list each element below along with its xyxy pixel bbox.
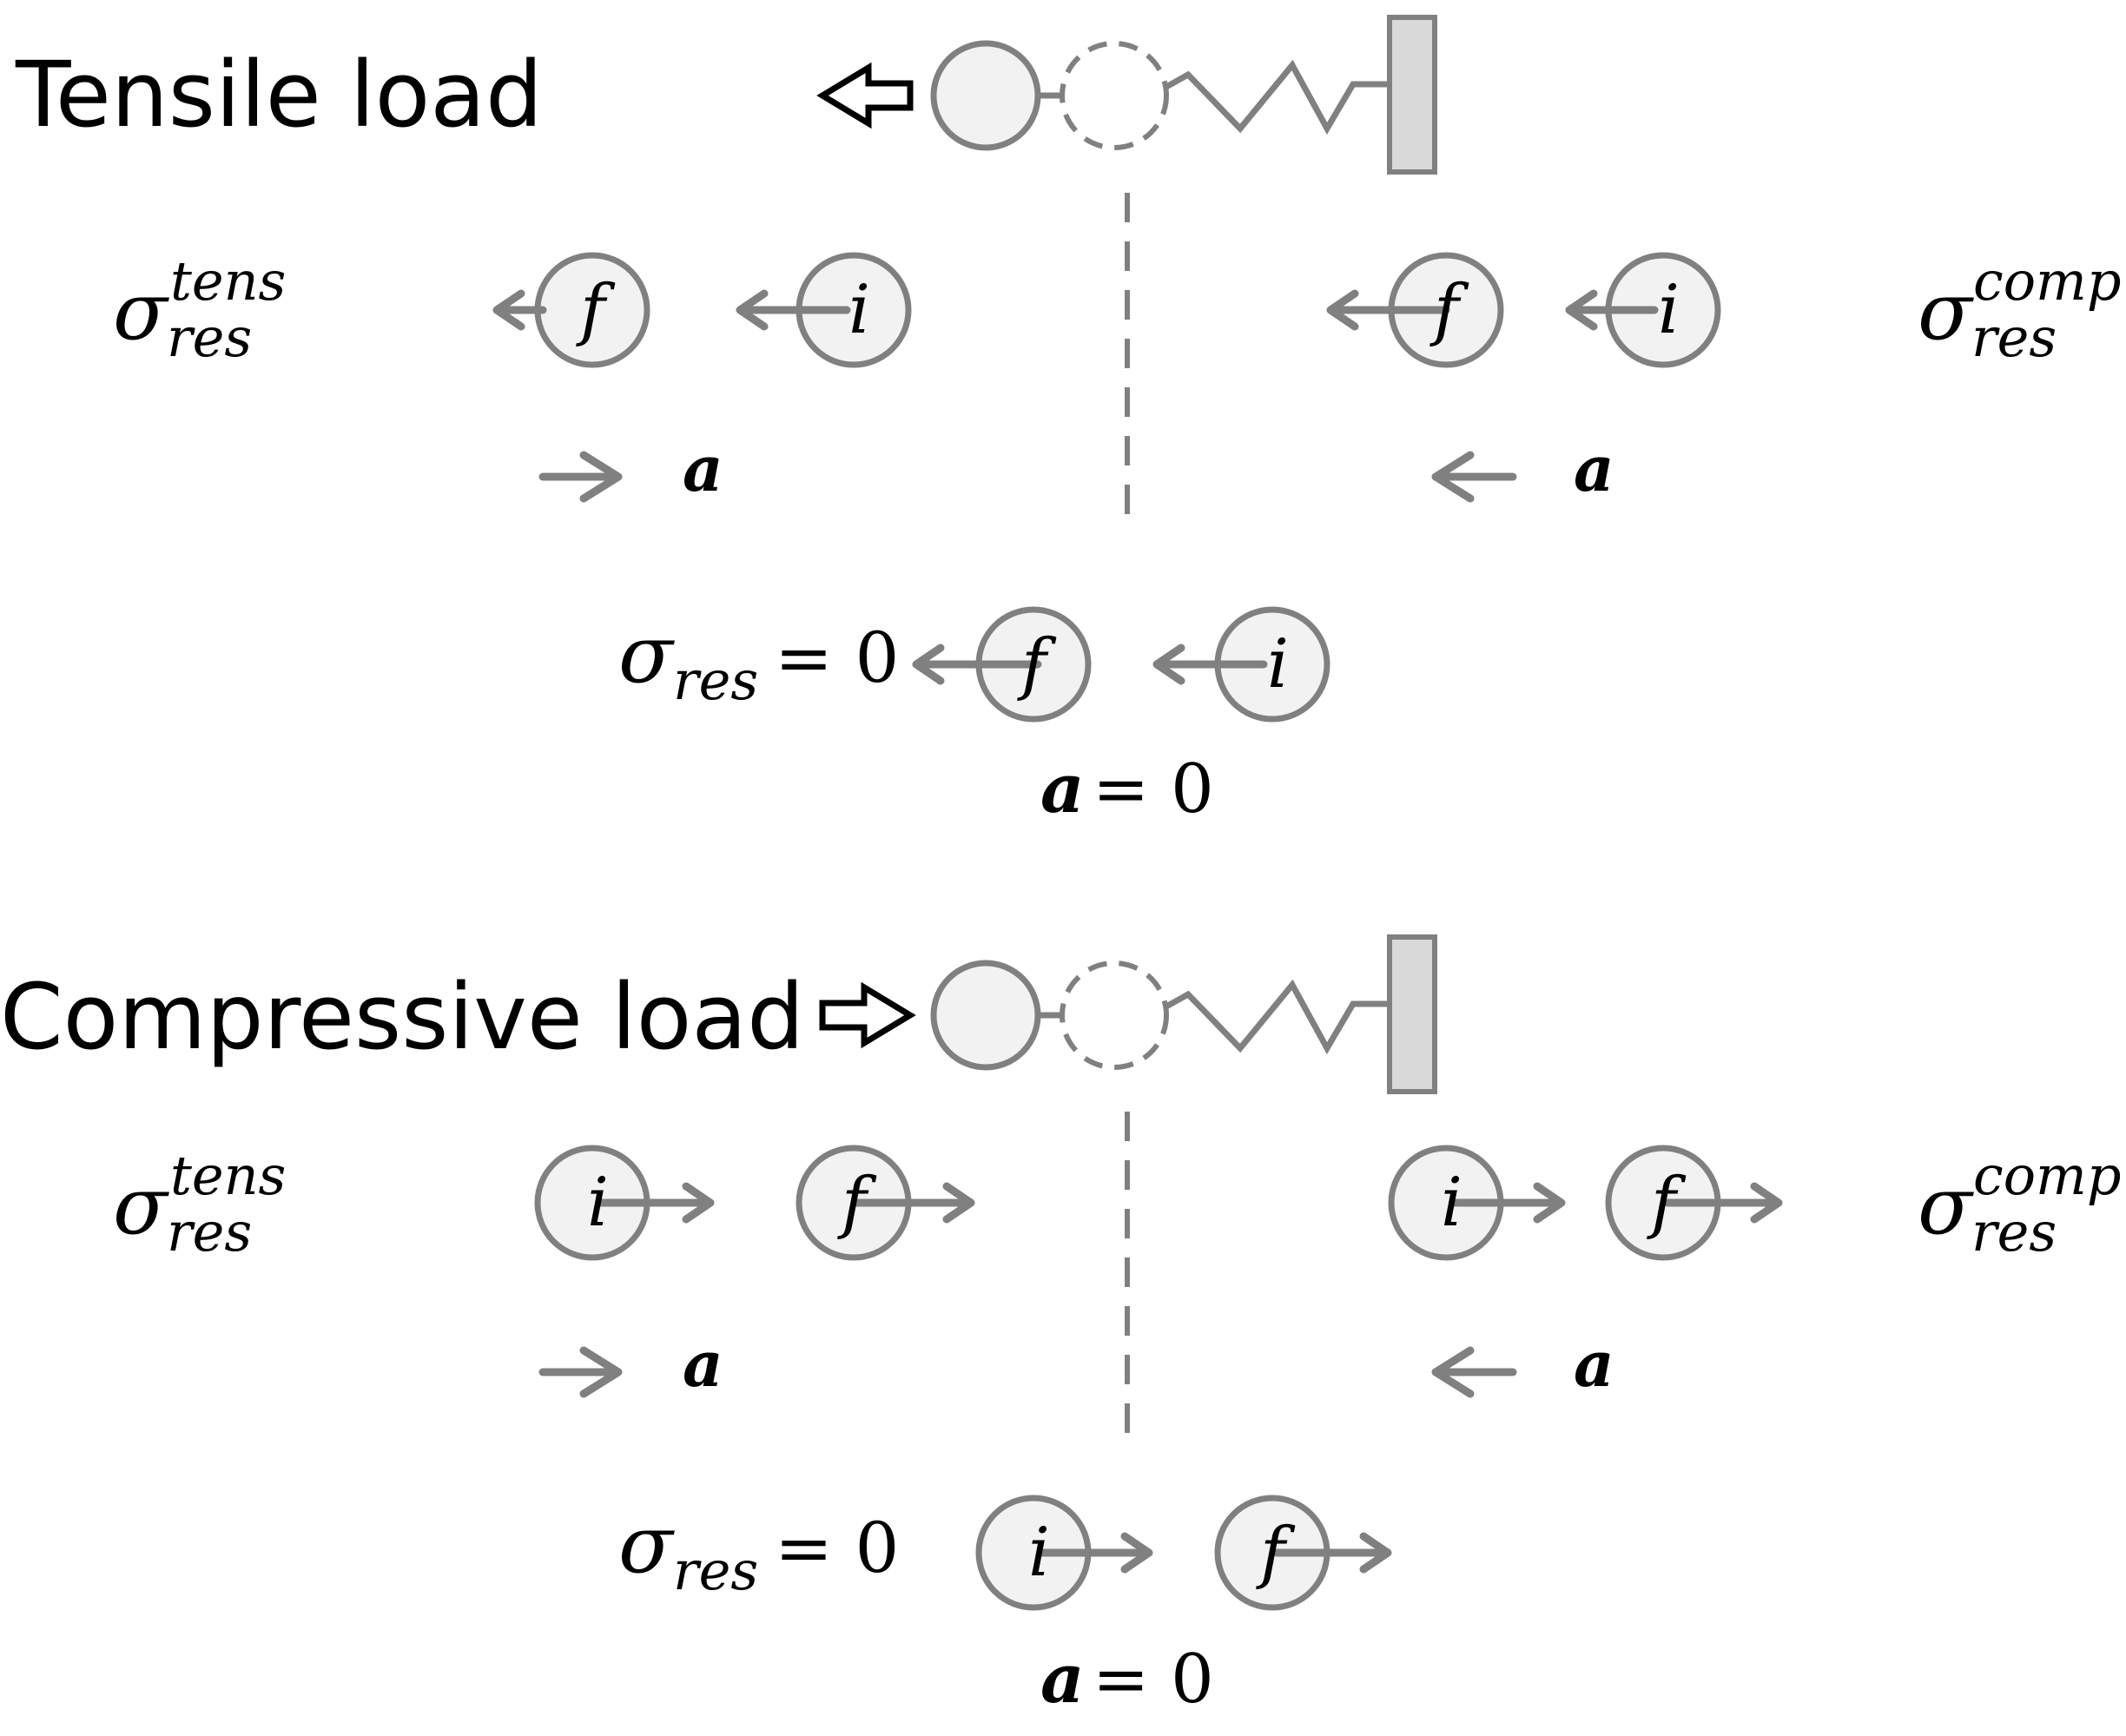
svg-text:res: res	[673, 649, 758, 712]
svg-text:σ: σ	[1918, 265, 1974, 358]
svg-text:a: a	[1040, 749, 1085, 828]
compressive-wall	[1387, 934, 1437, 1094]
svg-text:= 0: = 0	[775, 617, 899, 698]
svg-text:a: a	[683, 1327, 723, 1401]
svg-text:a: a	[1574, 432, 1614, 505]
svg-text:i: i	[1441, 1164, 1462, 1242]
svg-text:comp: comp	[1973, 249, 2122, 313]
tensile-wall	[1387, 15, 1437, 175]
svg-text:i: i	[1267, 625, 1289, 703]
svg-text:i: i	[1658, 271, 1680, 349]
compressive-load-arrow-icon	[819, 981, 916, 1049]
svg-text:σ: σ	[618, 1498, 675, 1591]
compressive-left-stress-label: σ res tens	[113, 1144, 286, 1264]
compressive-right-stress-label: σ res comp	[1918, 1144, 2122, 1264]
compressive-right-accel: a	[1431, 1327, 1614, 1401]
svg-text:i: i	[587, 1164, 609, 1242]
tensile-right-pair: f i	[1326, 252, 1721, 368]
tensile-zero-accel-label: a = 0	[1040, 749, 1214, 828]
svg-text:res: res	[1971, 306, 2057, 369]
svg-text:σ: σ	[1918, 1159, 1974, 1252]
svg-text:= 0: = 0	[775, 1508, 899, 1588]
compressive-spring-icon	[1165, 979, 1390, 1055]
compressive-center-pair: i f	[975, 1495, 1392, 1611]
compressive-zero-accel-label: a = 0	[1040, 1640, 1214, 1719]
compressive-left-accel: a	[538, 1327, 723, 1401]
svg-text:= 0: = 0	[1093, 750, 1214, 828]
svg-text:a: a	[1574, 1327, 1614, 1401]
tensile-ghost-ball	[1060, 41, 1169, 150]
compressive-title: Compressive load	[0, 964, 804, 1070]
svg-text:res: res	[167, 306, 252, 369]
compressive-left-pair: i f	[534, 1145, 975, 1261]
svg-text:tens: tens	[170, 249, 286, 313]
svg-text:σ: σ	[618, 608, 675, 701]
tensile-spring-icon	[1165, 59, 1390, 135]
tensile-right-accel: a	[1431, 432, 1614, 505]
svg-text:σ: σ	[113, 265, 169, 358]
svg-text:tens: tens	[170, 1144, 286, 1207]
tensile-left-pair: f i	[492, 252, 912, 368]
svg-text:res: res	[167, 1200, 252, 1264]
compressive-zero-stress-label: σ res = 0	[618, 1498, 899, 1602]
tensile-left-accel: a	[538, 432, 723, 505]
tensile-center-pair: f i	[912, 606, 1330, 723]
svg-text:i: i	[1028, 1514, 1050, 1592]
tensile-title: Tensile load	[15, 42, 543, 148]
tensile-left-stress-label: σ res tens	[113, 249, 286, 369]
svg-text:a: a	[683, 432, 723, 505]
compressive-right-pair: i f	[1388, 1145, 1783, 1261]
svg-text:res: res	[1971, 1200, 2057, 1264]
compressive-panel: Compressive load σ res tens i f	[0, 934, 2122, 1719]
compressive-loaded-ball	[930, 960, 1041, 1071]
compressive-ghost-ball	[1060, 960, 1169, 1070]
tensile-load-arrow-icon	[816, 62, 914, 129]
svg-text:res: res	[673, 1539, 758, 1602]
svg-text:comp: comp	[1973, 1144, 2122, 1207]
tensile-loaded-ball	[930, 40, 1041, 151]
tensile-zero-stress-label: σ res = 0	[618, 608, 899, 712]
svg-text:= 0: = 0	[1093, 1640, 1214, 1719]
tensile-right-stress-label: σ res comp	[1918, 249, 2122, 369]
svg-text:σ: σ	[113, 1159, 169, 1252]
svg-text:i: i	[848, 271, 870, 349]
svg-text:a: a	[1040, 1640, 1085, 1719]
tensile-panel: Tensile load σ res tens f i	[15, 15, 2122, 828]
